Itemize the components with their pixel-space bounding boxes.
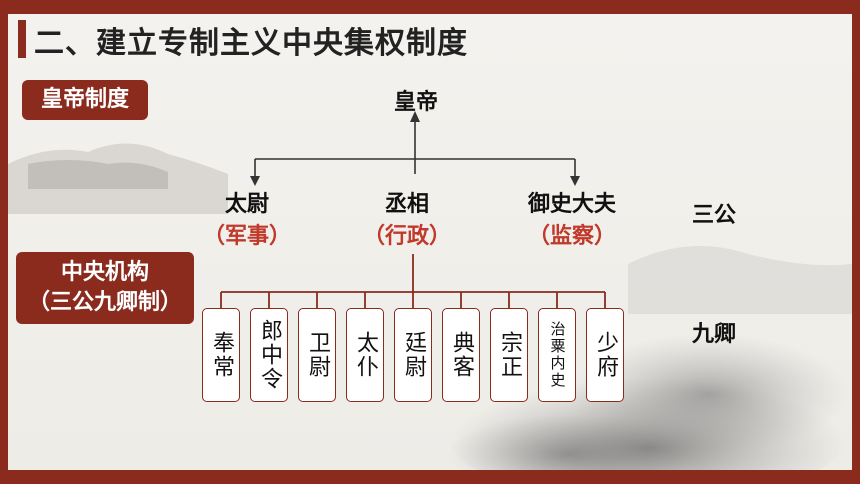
qing-weiwei: 卫尉 [298,308,336,402]
node-chengxiang: 丞相 [384,192,429,217]
node-emperor: 皇帝 [393,90,438,115]
qing-langzhongling: 郎中令 [250,308,288,402]
qing-zhisuneishi: 治粟内史 [538,308,576,402]
label-san-gong: 三公 [692,203,737,228]
duty-chengxiang: （行政） [362,224,451,249]
jiuqing-connectors [220,254,606,308]
ink-landscape-decoration [8,111,852,470]
frame-right [852,0,860,484]
qing-shaofu: 少府 [586,308,624,402]
tag-central-institutions: 中央机构 （三公九卿制） [16,252,194,324]
tag-emperor-system: 皇帝制度 [22,80,148,120]
frame-left [0,0,8,484]
frame-top [0,0,860,14]
qing-dianke: 典客 [442,308,480,402]
tag-central-line1: 中央机构 [60,260,149,285]
duty-taiwei: （军事） [202,224,291,249]
frame-bottom [0,470,860,484]
slide-title: 二、建立专制主义中央集权制度 [34,26,468,61]
duty-yushidafu: （监察） [527,224,616,249]
title-accent-bar [18,20,26,58]
qing-taipu: 太仆 [346,308,384,402]
qing-tingwei: 廷尉 [394,308,432,402]
label-jiu-qing: 九卿 [692,322,737,347]
node-taiwei: 太尉 [224,192,269,217]
qing-zongzheng: 宗正 [490,308,528,402]
tag-central-line2: （三公九卿制） [27,290,182,315]
qing-fengchang: 奉常 [202,308,240,402]
node-yushidafu: 御史大夫 [527,192,616,217]
emperor-connectors [254,117,576,180]
